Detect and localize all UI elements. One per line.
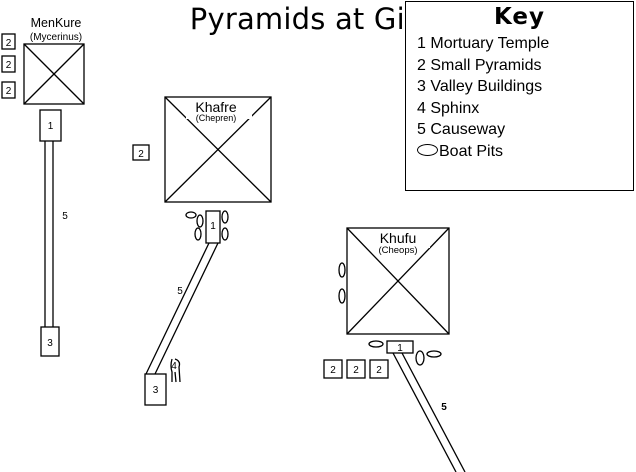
boat-pit — [221, 210, 229, 224]
sphinx: 4 — [170, 358, 181, 383]
valley-building-label: 3 — [47, 338, 53, 349]
boat-pit — [426, 350, 442, 358]
key-legend: Key 1 Mortuary Temple 2 Small Pyramids 3… — [405, 1, 634, 191]
boat-pit — [338, 262, 346, 278]
menkure-causeway — [44, 141, 54, 327]
menkure-name: MenKure — [31, 16, 82, 30]
key-item-number: 5 — [417, 121, 426, 138]
menkure-alt-name: (Mycerinus) — [30, 32, 82, 43]
key-item-number: 3 — [417, 78, 426, 95]
mortuary-temple-label: 1 — [397, 343, 403, 354]
khafre-name: Khafre — [195, 99, 236, 115]
key-list: 1 Mortuary Temple 2 Small Pyramids 3 Val… — [417, 33, 549, 162]
khafre-boat-pits — [185, 210, 229, 241]
khufu-boat-pits — [338, 262, 442, 366]
key-item-number: 4 — [417, 99, 426, 117]
oval-icon — [417, 144, 438, 157]
key-item-number: 2 — [417, 56, 426, 74]
boat-pit — [338, 288, 346, 304]
khafre-complex: Khafre (Chepren) 2 1 5 — [132, 96, 272, 406]
valley-building-label: 3 — [153, 385, 159, 396]
khufu-mortuary-temple: 1 — [386, 340, 414, 354]
khafre-small-pyramid: 2 — [132, 144, 150, 161]
key-item: 3 Valley Buildings — [417, 76, 549, 98]
small-pyramid-label: 2 — [138, 149, 144, 160]
khufu-alt-name: (Cheops) — [378, 245, 417, 256]
key-item: 5 Causeway — [417, 119, 549, 141]
khafre-valley-building: 3 — [144, 373, 167, 406]
key-item-label: Mortuary Temple — [430, 35, 550, 52]
boat-pit — [185, 211, 197, 219]
menkure-valley-building: 3 — [40, 326, 60, 357]
small-pyramid-label: 2 — [6, 86, 12, 97]
key-item-number: 1 — [417, 35, 426, 52]
key-item: 1 Mortuary Temple — [417, 33, 549, 55]
key-item-label: Valley Buildings — [430, 78, 543, 95]
khufu-small-pyramid: 2 — [323, 359, 343, 379]
small-pyramid-label: 2 — [6, 38, 12, 49]
khufu-name: Khufu — [380, 230, 417, 246]
menkure-complex: MenKure (Mycerinus) 2 2 2 1 — [1, 16, 85, 357]
key-item: Boat Pits — [417, 141, 549, 163]
menkure-small-pyramid: 2 — [1, 81, 16, 99]
key-item: 2 Small Pyramids — [417, 55, 549, 77]
khufu-small-pyramid: 2 — [369, 359, 389, 379]
key-title: Key — [493, 4, 545, 30]
causeway-label: 5 — [62, 211, 68, 222]
boat-pit — [368, 340, 384, 348]
causeway-label: 5 — [177, 286, 183, 297]
khufu-complex: Khufu (Cheops) 1 2 2 — [323, 227, 466, 472]
key-item: 4 Sphinx — [417, 98, 549, 120]
khufu-small-pyramid: 2 — [346, 359, 366, 379]
mortuary-temple-label: 1 — [48, 121, 54, 132]
key-item-label: Causeway — [430, 121, 506, 138]
menkure-small-pyramid: 2 — [1, 55, 16, 73]
menkure-mortuary-temple: 1 — [39, 109, 62, 142]
small-pyramid-label: 2 — [330, 365, 336, 376]
boat-pit — [221, 227, 229, 241]
key-item-label: Small Pyramids — [430, 56, 542, 74]
menkure-small-pyramid: 2 — [1, 33, 16, 50]
sphinx-label: 4 — [171, 361, 177, 372]
small-pyramid-label: 2 — [376, 365, 382, 376]
boat-pit — [194, 227, 202, 241]
causeway-label: 5 — [441, 402, 447, 413]
key-item-label: Boat Pits — [439, 142, 504, 160]
small-pyramid-label: 2 — [353, 365, 359, 376]
khufu-causeway — [392, 352, 466, 472]
mortuary-temple-label: 1 — [210, 221, 216, 232]
boat-pit — [196, 214, 204, 228]
menkure-pyramid — [23, 43, 85, 105]
khafre-pyramid — [164, 96, 272, 203]
khafre-alt-name: (Chepren) — [196, 113, 237, 123]
key-item-label: Sphinx — [430, 99, 480, 117]
boat-pit — [415, 350, 425, 366]
khafre-causeway — [145, 242, 219, 375]
khufu-pyramid — [346, 227, 450, 335]
khafre-mortuary-temple: 1 — [205, 210, 221, 244]
small-pyramid-label: 2 — [6, 60, 12, 71]
